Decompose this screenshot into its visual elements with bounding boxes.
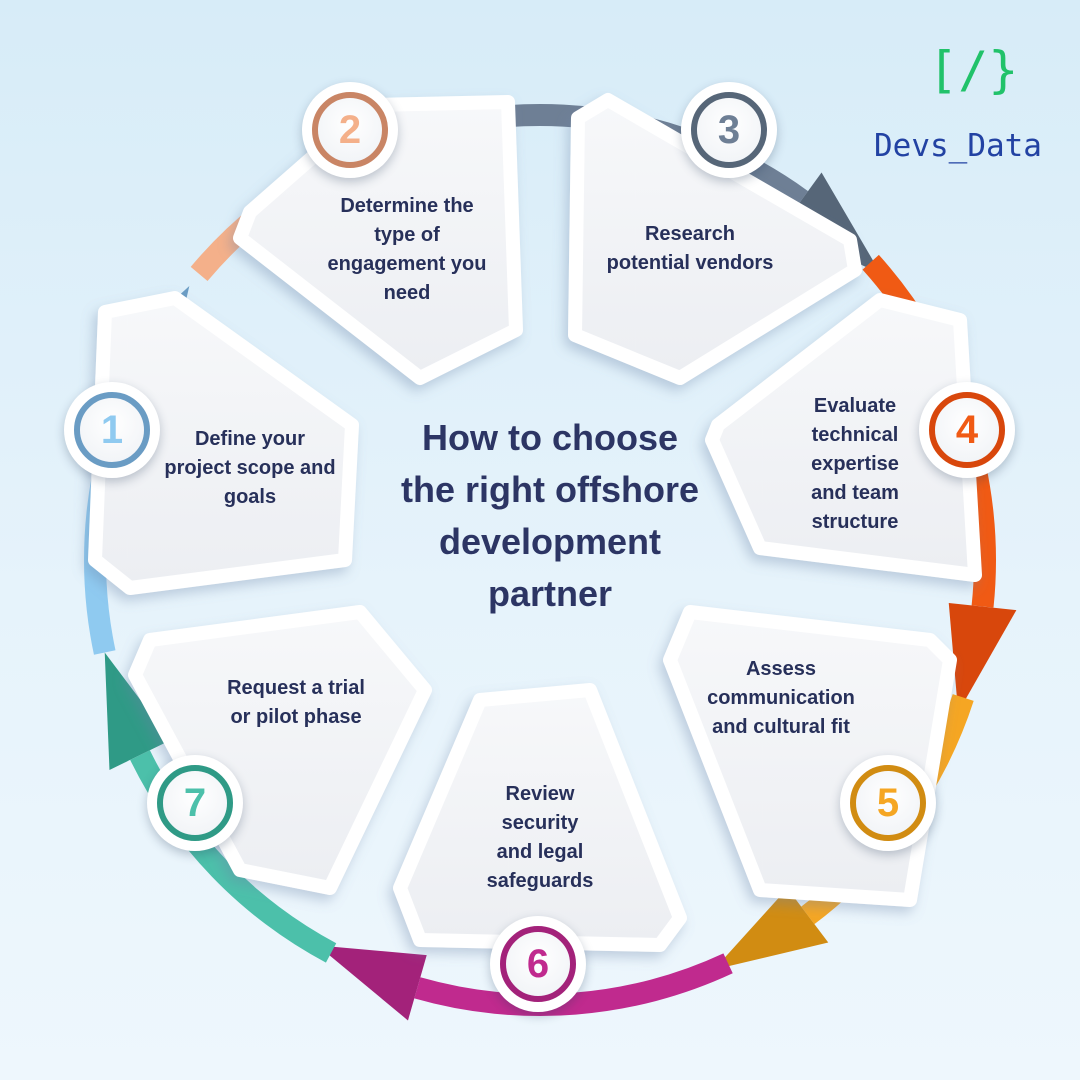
step-cards bbox=[88, 93, 982, 952]
step-number-5: 5 bbox=[850, 765, 926, 841]
step-number-badge-1: 1 bbox=[64, 382, 160, 478]
step-number-badge-4: 4 bbox=[919, 382, 1015, 478]
step-text-5: Assess communication and cultural fit bbox=[707, 658, 855, 738]
step-number-7: 7 bbox=[157, 765, 233, 841]
brand-logo: [/} Devs_Data bbox=[872, 40, 1062, 170]
arrowhead-step-7 bbox=[104, 652, 171, 770]
step-number-4: 4 bbox=[929, 392, 1005, 468]
arc-step-6 bbox=[414, 953, 733, 1016]
step-card-7 bbox=[128, 605, 432, 895]
step-text-6: Review security and legal safeguards bbox=[486, 783, 594, 892]
diagram-title: How to choose the right offshore develop… bbox=[401, 417, 699, 614]
arrowhead-step-6 bbox=[317, 945, 427, 1021]
step-text-2: Determine the type of engagement you nee… bbox=[327, 195, 487, 304]
step-text-4: Evaluate technical expertise and team st… bbox=[811, 395, 899, 533]
arc-step-7 bbox=[130, 750, 337, 963]
step-number-badge-6: 6 bbox=[490, 916, 586, 1012]
step-text-3: Research potential vendors bbox=[606, 223, 774, 274]
arrowhead-step-4 bbox=[948, 602, 1017, 713]
brand-name: Devs_Data bbox=[874, 128, 1042, 164]
step-number-3: 3 bbox=[691, 92, 767, 168]
arrowhead-step-5 bbox=[713, 888, 829, 970]
step-number-badge-2: 2 bbox=[302, 82, 398, 178]
step-number-2: 2 bbox=[312, 92, 388, 168]
step-text-7: Request a trial or pilot phase bbox=[227, 677, 365, 728]
step-number-badge-7: 7 bbox=[147, 755, 243, 851]
step-number-badge-5: 5 bbox=[840, 755, 936, 851]
step-card-6 bbox=[393, 683, 687, 952]
step-number-badge-3: 3 bbox=[681, 82, 777, 178]
step-card-3 bbox=[568, 93, 862, 385]
step-card-1 bbox=[88, 291, 359, 595]
step-card-4 bbox=[705, 293, 982, 582]
step-number-1: 1 bbox=[74, 392, 150, 468]
step-text-1: Define your project scope and goals bbox=[164, 428, 336, 508]
brand-logo-mark: [/} bbox=[928, 41, 1019, 99]
step-number-6: 6 bbox=[500, 926, 576, 1002]
